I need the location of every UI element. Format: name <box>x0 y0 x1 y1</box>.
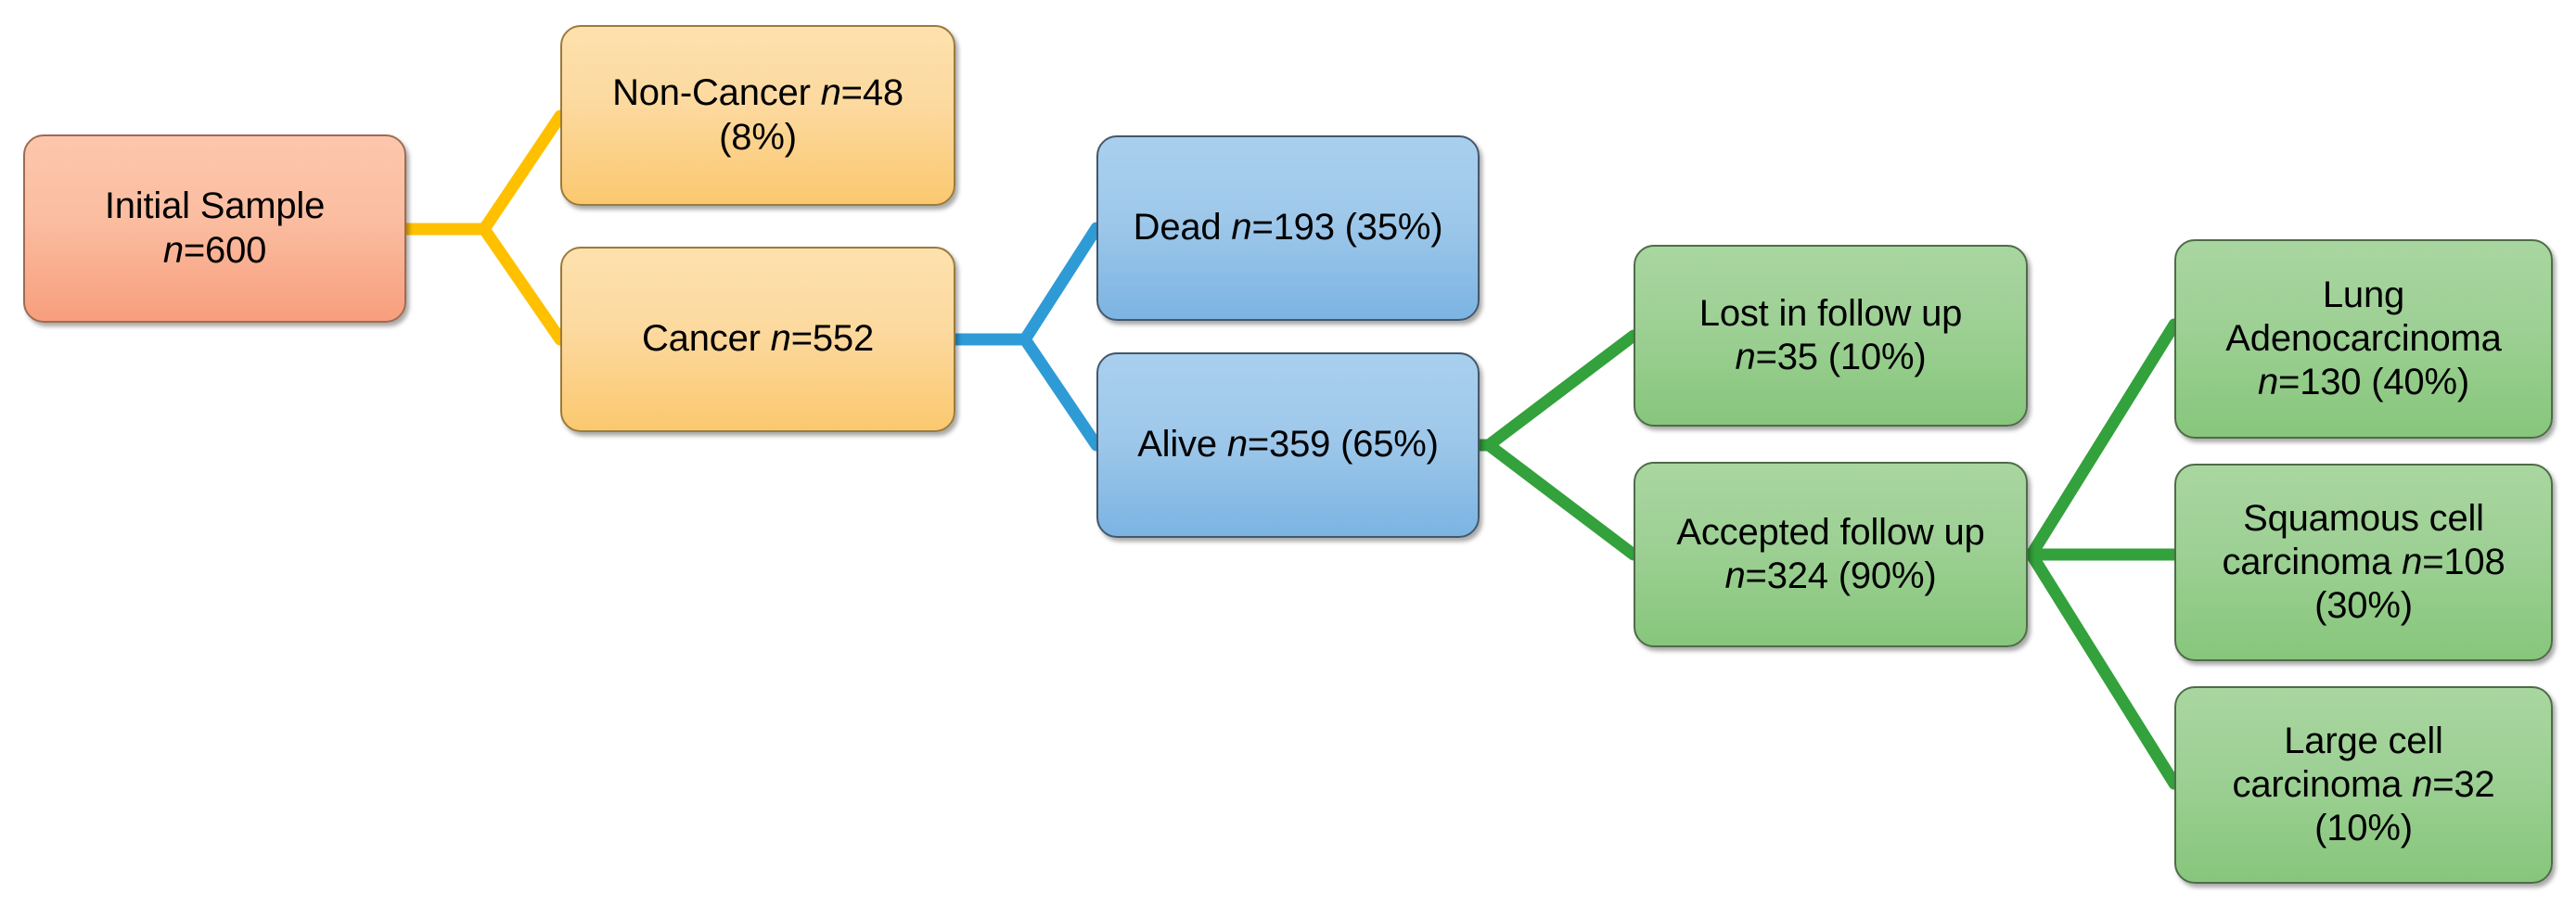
cancer-label: Cancer n=552 <box>641 318 875 360</box>
lost-in-follow-up-node[interactable]: Lost in follow up n=35 (10%) <box>1634 245 2028 427</box>
connector-initial-to-cancer <box>400 223 567 346</box>
squamous-cell-carcinoma-node[interactable]: Squamous cell carcinoma n=108 (30%) <box>2174 464 2553 661</box>
connector-cancer-to-alive <box>949 333 1103 452</box>
lung-adenocarcinoma-node[interactable]: Lung Adenocarcinoma n=130 (40%) <box>2174 239 2553 439</box>
accepted-follow-up-label: Accepted follow up n=324 (90%) <box>1676 511 1985 596</box>
connector-alive-to-lost <box>1473 329 1640 452</box>
dead-node[interactable]: Dead n=193 (35%) <box>1096 135 1480 321</box>
large-cell-carcinoma-label: Large cell carcinoma n=32 (10%) <box>2232 720 2495 849</box>
lung-adenocarcinoma-label: Lung Adenocarcinoma n=130 (40%) <box>2225 274 2502 403</box>
connector-initial-to-noncancer <box>400 109 567 236</box>
squamous-cell-carcinoma-label: Squamous cell carcinoma n=108 (30%) <box>2222 497 2506 627</box>
initial-sample-label: Initial Sample n=600 <box>104 185 326 271</box>
initial-sample-node[interactable]: Initial Sample n=600 <box>23 134 406 323</box>
connector-alive-to-accepted <box>1473 439 1640 561</box>
connector-accepted-to-lung-adeno <box>2021 318 2181 561</box>
accepted-follow-up-node[interactable]: Accepted follow up n=324 (90%) <box>1634 462 2028 647</box>
lost-in-follow-up-label: Lost in follow up n=35 (10%) <box>1698 292 1963 377</box>
large-cell-carcinoma-node[interactable]: Large cell carcinoma n=32 (10%) <box>2174 686 2553 884</box>
dead-label: Dead n=193 (35%) <box>1133 207 1443 249</box>
alive-label: Alive n=359 (65%) <box>1137 424 1439 466</box>
non-cancer-label: Non-Cancer n=48 (8%) <box>612 72 904 158</box>
connector-cancer-to-dead <box>949 222 1103 346</box>
alive-node[interactable]: Alive n=359 (65%) <box>1096 352 1480 538</box>
connector-accepted-to-large-cell <box>2021 548 2181 790</box>
cancer-node[interactable]: Cancer n=552 <box>560 247 955 432</box>
non-cancer-node[interactable]: Non-Cancer n=48 (8%) <box>560 25 955 206</box>
